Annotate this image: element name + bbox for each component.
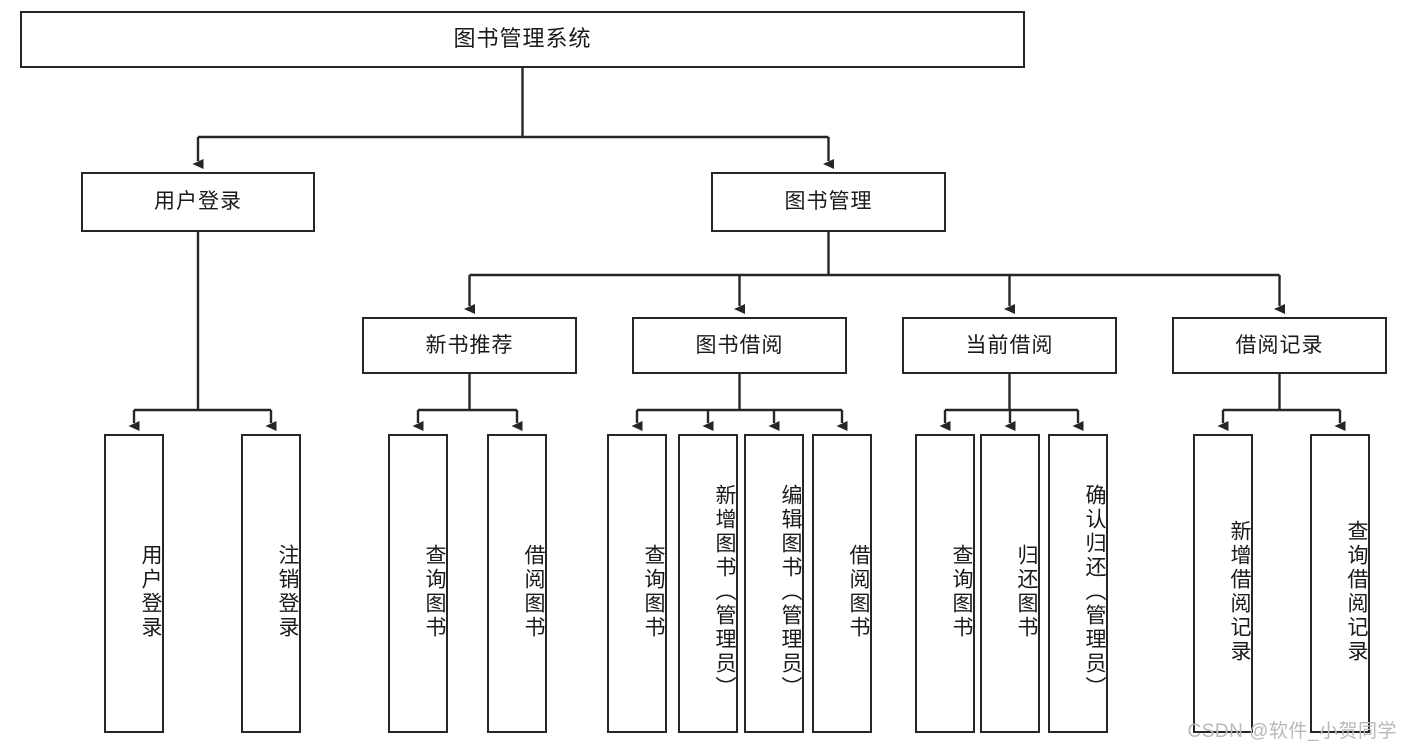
node-leaf-user-login[interactable]: 用户登录 [104, 434, 164, 733]
node-leaf-query-book-2[interactable]: 查询图书 [607, 434, 667, 733]
node-leaf-borrow-book-2[interactable]: 借阅图书 [812, 434, 872, 733]
node-leaf-query-record[interactable]: 查询借阅记录 [1310, 434, 1370, 733]
node-leaf-confirm-return[interactable]: 确认归还（管理员） [1048, 434, 1108, 733]
node-leaf-borrow-book-1[interactable]: 借阅图书 [487, 434, 547, 733]
node-leaf-query-book-1[interactable]: 查询图书 [388, 434, 448, 733]
node-leaf-add-record[interactable]: 新增借阅记录 [1193, 434, 1253, 733]
node-new-book-recommend[interactable]: 新书推荐 [362, 317, 577, 374]
node-book-borrow[interactable]: 图书借阅 [632, 317, 847, 374]
node-book-management[interactable]: 图书管理 [711, 172, 946, 232]
node-current-borrow[interactable]: 当前借阅 [902, 317, 1117, 374]
node-leaf-user-logout[interactable]: 注销登录 [241, 434, 301, 733]
node-leaf-add-book[interactable]: 新增图书（管理员） [678, 434, 738, 733]
watermark-label: CSDN @软件_小贺同学 [1187, 721, 1397, 742]
node-borrow-record[interactable]: 借阅记录 [1172, 317, 1387, 374]
node-leaf-edit-book[interactable]: 编辑图书（管理员） [744, 434, 804, 733]
node-leaf-return-book[interactable]: 归还图书 [980, 434, 1040, 733]
node-root-system[interactable]: 图书管理系统 [20, 11, 1025, 68]
node-leaf-query-book-3[interactable]: 查询图书 [915, 434, 975, 733]
node-user-login[interactable]: 用户登录 [81, 172, 315, 232]
